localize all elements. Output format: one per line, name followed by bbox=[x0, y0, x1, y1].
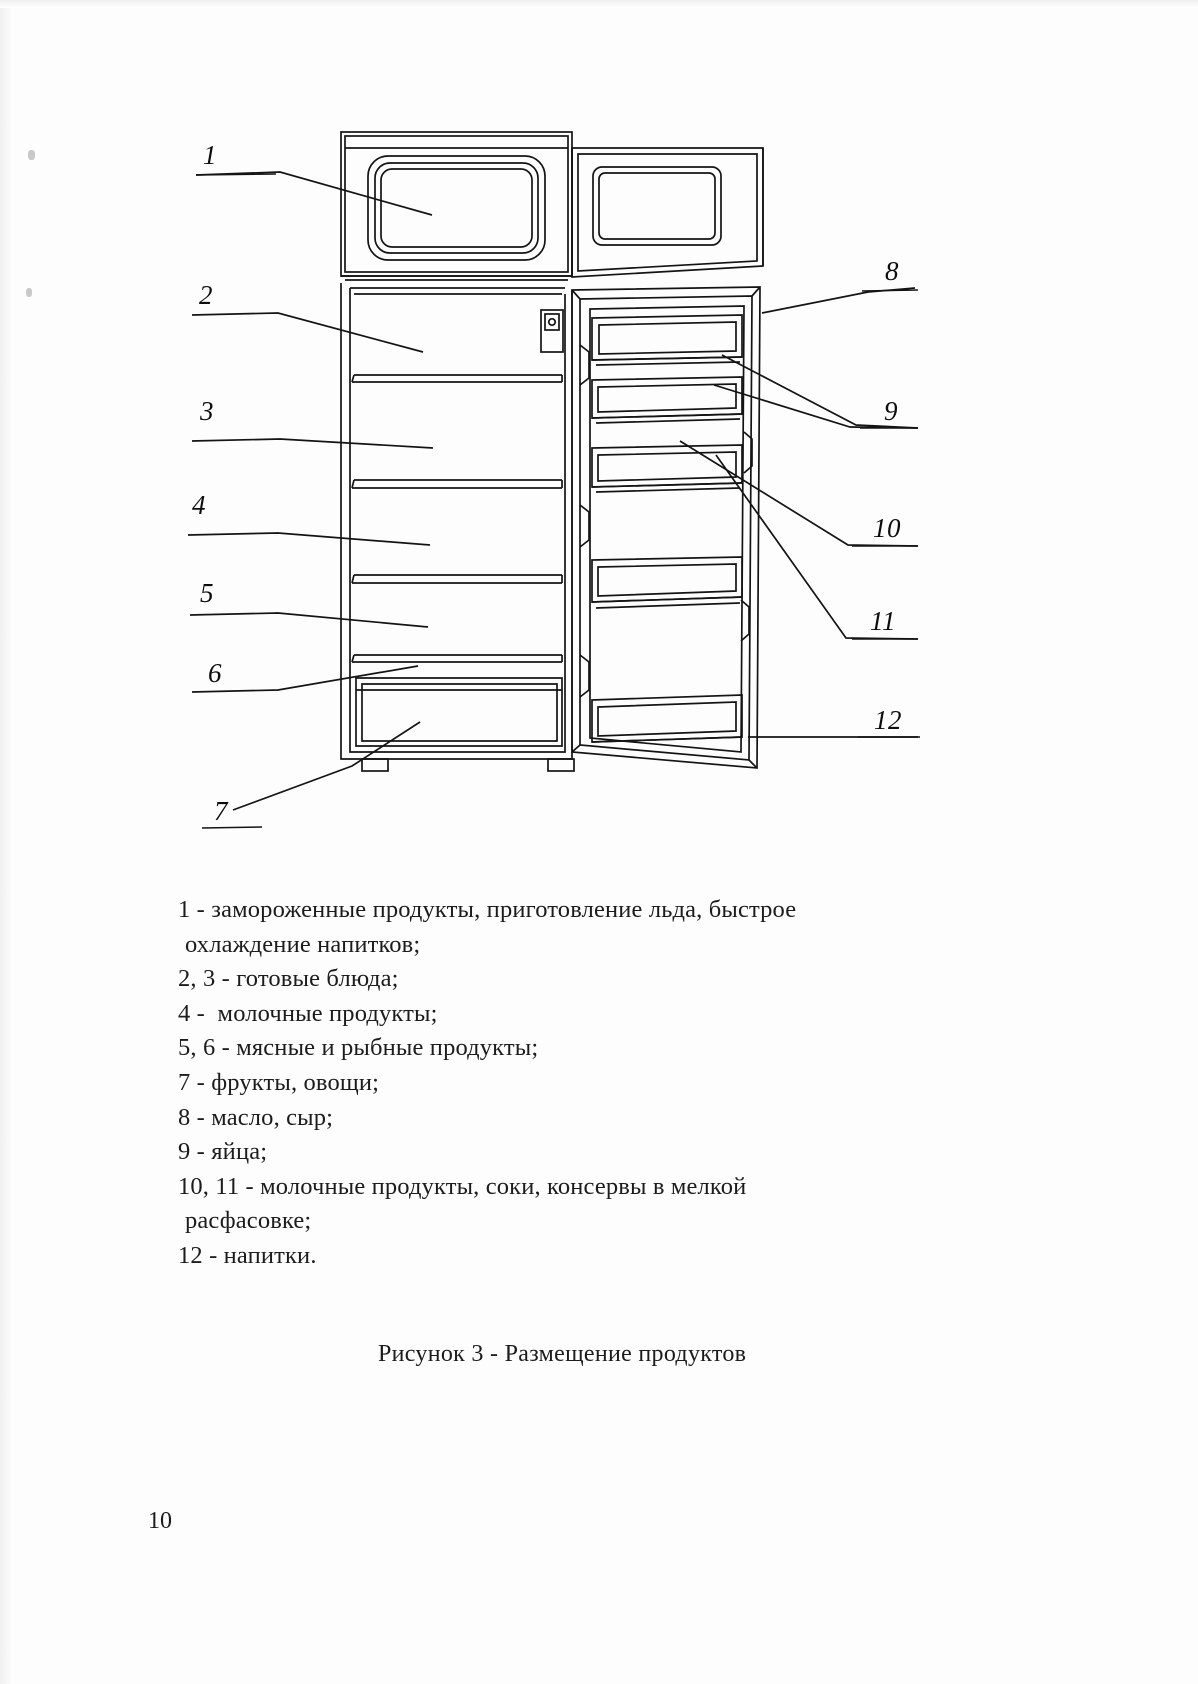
legend-line: 4 - молочные продукты; bbox=[178, 999, 438, 1027]
callout-10: 10 bbox=[873, 513, 901, 543]
legend-line: охлаждение напитков; bbox=[185, 930, 421, 958]
legend-line: 1 - замороженные продукты, приготовление… bbox=[178, 896, 797, 923]
callout-3: 3 bbox=[200, 396, 214, 426]
callout-5: 5 bbox=[200, 578, 214, 608]
callout-8: 8 bbox=[885, 256, 899, 286]
page-number: 10 bbox=[148, 1508, 172, 1534]
legend-line: 7 - фрукты, овощи; bbox=[178, 1068, 380, 1096]
legend-line: 9 - яйца; bbox=[178, 1138, 268, 1166]
legend-line: 10, 11 - молочные продукты, соки, консер… bbox=[178, 1172, 747, 1200]
scan-edge-artifact-top bbox=[0, 0, 1198, 8]
callout-7: 7 bbox=[214, 796, 228, 826]
refrigerator-line-drawing bbox=[187, 131, 920, 829]
scan-edge-artifact-left bbox=[0, 0, 14, 1684]
legend-line: расфасовке; bbox=[185, 1207, 312, 1235]
callout-11: 11 bbox=[870, 606, 896, 636]
callout-9: 9 bbox=[884, 396, 898, 426]
callout-2: 2 bbox=[199, 280, 213, 310]
refrigerator-diagram: 1 2 3 4 5 6 7 8 9 10 11 12 bbox=[187, 131, 920, 829]
legend-line: 12 - напитки. bbox=[178, 1241, 317, 1269]
legend-line: 5, 6 - мясные и рыбные продукты; bbox=[178, 1034, 539, 1062]
legend-line: 2, 3 - готовые блюда; bbox=[178, 965, 399, 993]
callout-1: 1 bbox=[203, 140, 217, 170]
figure-caption: Рисунок 3 - Размещение продуктов bbox=[378, 1341, 747, 1367]
scan-speck bbox=[28, 150, 35, 160]
callout-4: 4 bbox=[192, 490, 206, 520]
callout-12: 12 bbox=[874, 705, 902, 735]
figure-legend: 1 - замороженные продукты, приготовление… bbox=[178, 893, 938, 1274]
legend-line: 8 - масло, сыр; bbox=[178, 1103, 334, 1131]
callout-6: 6 bbox=[208, 658, 222, 688]
scan-speck bbox=[26, 288, 32, 297]
